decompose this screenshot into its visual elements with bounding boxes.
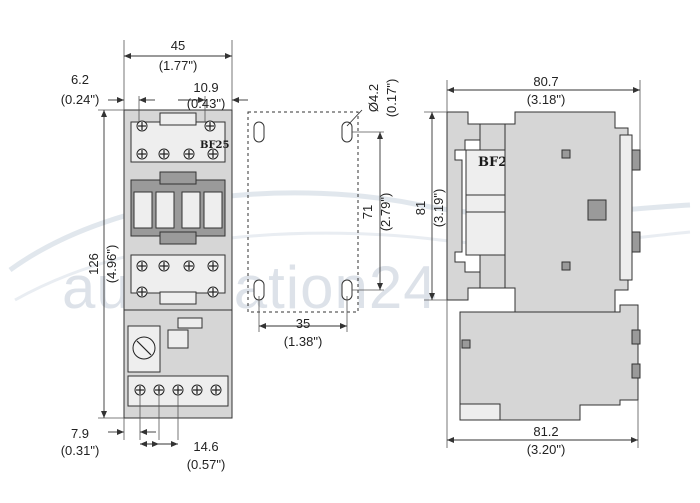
contact-blocks: [130, 171, 226, 245]
dim-left-offset-mm: 6.2: [71, 72, 89, 87]
dim-vertical-spacing-inch: (2.79"): [378, 193, 393, 232]
dim-side-height-mm: 81: [413, 201, 428, 215]
overload-relay-side: [459, 304, 639, 421]
dim-hole-diameter-inch: (0.17"): [384, 79, 399, 118]
dim-width-inch: (1.77"): [159, 58, 198, 73]
dim-terminal-pitch-mm: 14.6: [193, 439, 218, 454]
side-view: BF25 80.7 (3.18") 81 (3.19") 81.2 (3.20"…: [413, 74, 641, 457]
dim-depth-mm: 80.7: [533, 74, 558, 89]
dim-bottom-offset-mm: 7.9: [71, 426, 89, 441]
dim-vertical-spacing-mm: 71: [360, 205, 375, 219]
dim-side-height-inch: (3.19"): [431, 189, 446, 228]
dim-bottom-offset-inch: (0.31"): [61, 443, 100, 458]
dim-left-offset-inch: (0.24"): [61, 92, 100, 107]
dim-terminal-pitch-inch: (0.57"): [187, 457, 226, 472]
dim-depth-relay-inch: (3.20"): [527, 442, 566, 457]
mounting-hole-top-left: [253, 121, 265, 143]
mounting-outline: [247, 111, 359, 313]
dim-horizontal-spacing-mm: 35: [296, 316, 310, 331]
dim-right-offset-inch: (0.43"): [187, 96, 226, 111]
relay-button: [167, 329, 189, 349]
dim-hole-diameter-mm: Ø4.2: [366, 84, 381, 112]
bottom-clip: [159, 291, 197, 305]
front-view: BF25: [61, 38, 248, 472]
front-marking: BF25: [200, 140, 230, 151]
dim-right-offset-mm: 10.9: [193, 80, 218, 95]
top-clip: [159, 112, 197, 126]
contactor-side-body: [504, 111, 629, 313]
dim-horizontal-spacing-inch: (1.38"): [284, 334, 323, 349]
coil-terminal-block: [619, 134, 633, 281]
bottom-screws: [136, 260, 219, 298]
dim-depth-inch: (3.18"): [527, 92, 566, 107]
dim-depth-relay-mm: 81.2: [533, 424, 558, 439]
mounting-hole-top-right: [341, 121, 353, 143]
top-screws: [136, 120, 219, 160]
bottom-terminal-block: [130, 254, 226, 294]
mounting-view: Ø4.2 (0.17") 71 (2.79") 35 (1.38"): [247, 79, 399, 349]
dim-height-mm: 126: [86, 253, 101, 275]
relay-screws: [134, 384, 222, 396]
dim-width-mm: 45: [171, 38, 185, 53]
dim-height-inch: (4.96"): [104, 245, 119, 284]
